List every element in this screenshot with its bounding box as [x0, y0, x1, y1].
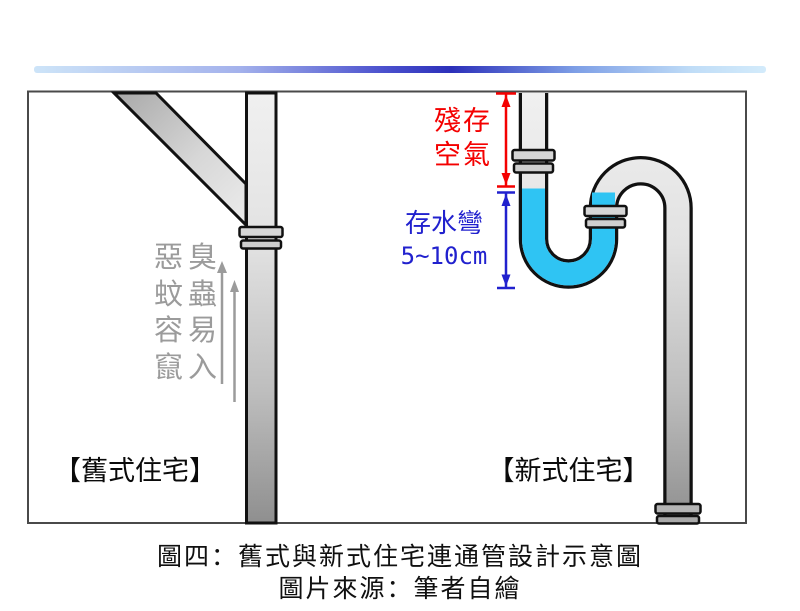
trap-water-seal	[522, 188, 615, 286]
old-pipe-coupling-icon	[238, 225, 284, 250]
old-vertical-pipe	[245, 91, 278, 525]
residual-air-label: 殘存 空氣	[430, 104, 496, 172]
water-seal-label: 存水彎 5~10cm	[398, 208, 490, 272]
trap-outlet-coupling-icon	[583, 204, 628, 229]
figure-source: 圖片來源：筆者自繪	[278, 576, 522, 603]
water-seal-depth: 5~10cm	[400, 242, 488, 270]
old-house-label: 【舊式住宅】	[54, 456, 216, 486]
bottom-pipe-coupling-icon	[654, 502, 702, 525]
odor-upward-arrows-icon	[217, 261, 239, 402]
odor-warning-line: 惡臭	[153, 242, 222, 274]
water-seal-name: 存水彎	[404, 209, 483, 238]
inlet-pipe-coupling-icon	[511, 148, 556, 174]
odor-warning-line: 蚊蟲	[153, 278, 222, 311]
residual-air-line: 空氣	[434, 140, 492, 170]
water-seal-dimension-arrow	[497, 191, 515, 290]
residual-air-dimension-arrow	[496, 92, 516, 188]
residual-air-line: 殘存	[434, 106, 492, 136]
new-house-label: 【新式住宅】	[487, 456, 650, 486]
figure-caption: 圖四：舊式與新式住宅連通管設計示意圖	[156, 544, 643, 571]
odor-warning-line: 竄入	[153, 351, 222, 384]
accent-bar	[34, 66, 766, 73]
odor-warning-line: 容易	[153, 315, 222, 347]
odor-warning-text: 惡臭 蚊蟲 容易 竄入	[152, 240, 224, 386]
